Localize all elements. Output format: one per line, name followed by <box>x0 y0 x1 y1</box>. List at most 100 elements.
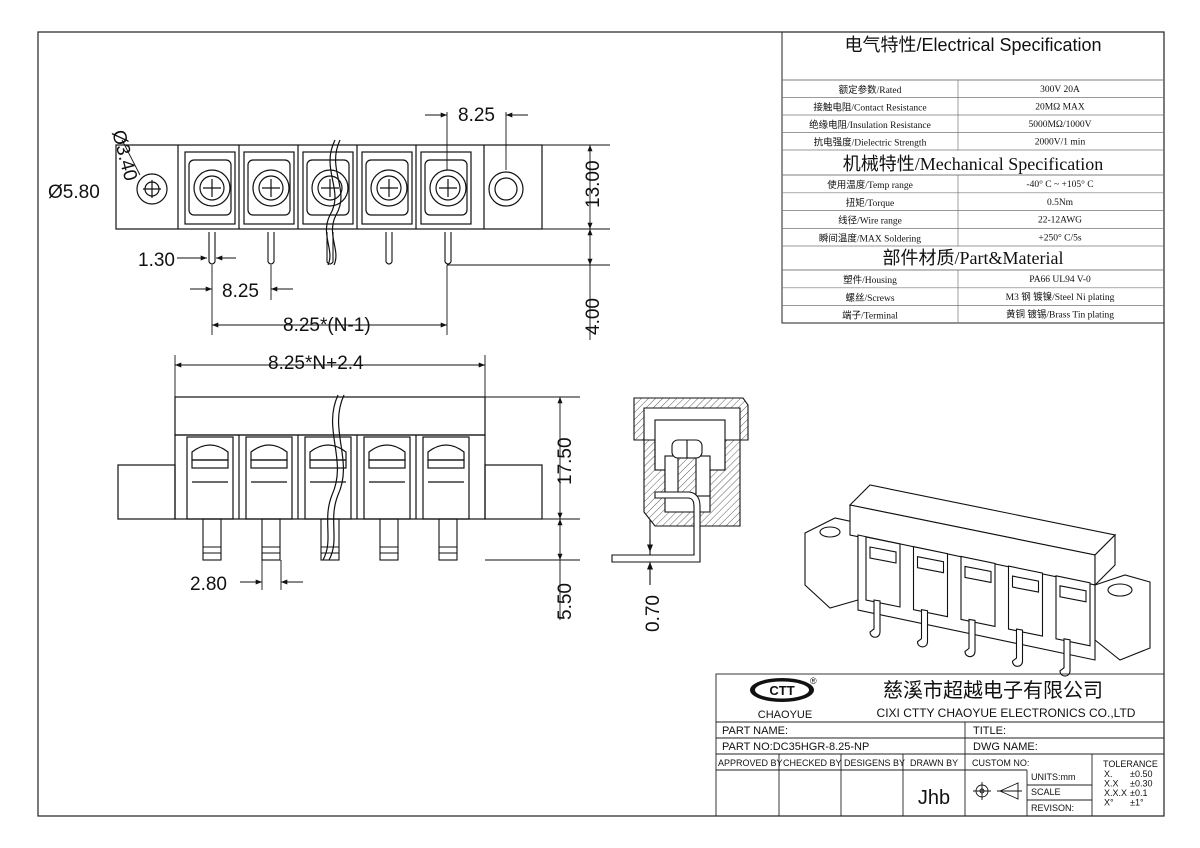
pin-len-label: 4.00 <box>583 298 604 335</box>
spec-value: 5000MΩ/1000V <box>1028 120 1091 130</box>
span-label: 8.25*(N-1) <box>283 315 371 336</box>
body-height-label: 17.50 <box>555 437 576 485</box>
thickness-label: 0.70 <box>643 595 664 632</box>
spec-value: +250° C/5s <box>1038 232 1082 243</box>
units-label: UNITS:mm <box>1031 772 1076 782</box>
spec-value: M3 钢 镀镍/Steel Ni plating <box>1006 291 1115 303</box>
tolerance-key: X.X.X <box>1104 788 1127 798</box>
pin-width-label: 2.80 <box>190 574 227 595</box>
terminal-cell <box>297 145 354 229</box>
part-name-label: PART NAME: <box>722 725 788 737</box>
logo-registered: ® <box>810 676 817 686</box>
tolerance-value: ±0.1 <box>1130 788 1147 798</box>
iso-terminal <box>960 555 996 658</box>
spec-label: 端子/Terminal <box>842 310 898 322</box>
spec-value: 黄铜 镀锡/Brass Tin plating <box>1006 309 1114 321</box>
pin <box>444 232 452 265</box>
pin <box>326 232 334 265</box>
pin <box>208 232 216 265</box>
spec-value: -40° C ~ +105° C <box>1026 179 1093 190</box>
designed-by-label: DESIGENS BY <box>844 758 905 768</box>
terminal-cell <box>415 145 472 229</box>
spec-label: 绝缘电阻/Insulation Resistance <box>809 119 931 131</box>
tolerance-value: ±0.30 <box>1130 779 1152 789</box>
spec-label: 螺丝/Screws <box>845 292 894 304</box>
tolerance-key: X.X <box>1104 779 1119 789</box>
spec-value: 20MΩ MAX <box>1035 103 1085 113</box>
title-block <box>715 673 1165 817</box>
outer-dia-label: Ø5.80 <box>48 182 100 203</box>
front-pin <box>379 518 399 561</box>
front-terminal <box>297 435 352 520</box>
scale-label: SCALE <box>1031 787 1061 797</box>
svg-text:CTT: CTT <box>769 683 794 698</box>
drawn-by-label: DRAWN BY <box>910 758 958 768</box>
mechanical-title: 机械特性/Mechanical Specification <box>843 154 1103 174</box>
front-terminal <box>415 435 470 520</box>
spec-value: 22-12AWG <box>1038 216 1082 226</box>
part-no: PART NO:DC35HGR-8.25-NP <box>722 741 869 753</box>
front-terminal <box>238 435 293 520</box>
projection-symbol-icon <box>973 782 1022 800</box>
front-view-pins <box>202 518 458 561</box>
custom-no-label: CUSTOM NO: <box>972 758 1029 768</box>
tolerance-title: TOLERANCE <box>1103 759 1158 769</box>
iso-terminal <box>865 536 901 638</box>
drawing-frame <box>37 31 1165 817</box>
spec-value: 300V 20A <box>1040 85 1080 95</box>
logo-text: CHAOYUE <box>758 709 812 721</box>
front-terminal <box>356 435 411 520</box>
front-pin <box>261 518 281 561</box>
top-view-dimensions <box>121 112 610 340</box>
front-terminal <box>186 436 234 520</box>
checked-by-label: CHECKED BY <box>783 758 842 768</box>
approved-by-label: APPROVED BY <box>718 758 783 768</box>
spec-table: 电气特性/Electrical Specification 机械特性/Mecha… <box>781 31 1165 324</box>
section-view <box>611 397 749 585</box>
spec-label: 额定参数/Rated <box>839 84 902 96</box>
height-label: 13.00 <box>583 160 604 208</box>
iso-terminal <box>1007 565 1044 667</box>
isometric-view <box>804 484 1151 677</box>
terminal-cell <box>238 145 295 229</box>
dwg-name-label: DWG NAME: <box>973 741 1038 753</box>
top-view <box>115 139 543 266</box>
iso-terminal <box>912 546 949 648</box>
tolerance-key: X. <box>1104 769 1113 779</box>
spec-label: 塑件/Housing <box>843 274 897 286</box>
top-view-pins <box>208 232 452 265</box>
company-logo: CTT ® CHAOYUE <box>750 676 817 721</box>
pin <box>267 232 275 265</box>
front-pin <box>320 518 340 561</box>
front-pin <box>202 518 222 561</box>
revision-label: REVISON: <box>1031 803 1074 813</box>
spec-label: 瞬间温度/MAX Soldering <box>819 232 921 244</box>
spec-label: 线径/Wire range <box>838 215 902 227</box>
pin-height-label: 5.50 <box>555 583 576 620</box>
front-view-dimensions <box>174 355 580 620</box>
terminal-cell <box>356 145 413 229</box>
spec-value: PA66 UL94 V-0 <box>1029 275 1091 285</box>
pitch-top-label: 8.25 <box>458 105 495 126</box>
spec-value: 0.5Nm <box>1047 198 1074 208</box>
drawn-by-value: Jhb <box>918 787 950 809</box>
spec-label: 抗电强度/Dielectric Strength <box>814 137 927 149</box>
spec-label: 扭矩/Torque <box>846 197 894 209</box>
spec-label: 使用温度/Temp range <box>827 179 913 191</box>
pin-dia-label: 1.30 <box>138 250 175 271</box>
spec-label: 接触电阻/Contact Resistance <box>813 102 926 114</box>
hole-dia-label: Ø3.40 <box>107 128 141 183</box>
front-pin <box>438 518 458 561</box>
tolerance-key: X° <box>1104 798 1114 808</box>
company-name-cn: 慈溪市超越电子有限公司 <box>883 678 1103 702</box>
iso-terminal <box>1055 575 1091 677</box>
material-title: 部件材质/Part&Material <box>883 248 1064 268</box>
spec-value: 2000V/1 min <box>1035 138 1086 148</box>
company-name-en: CIXI CTTY CHAOYUE ELECTRONICS CO.,LTD <box>877 706 1136 720</box>
pitch-label: 8.25 <box>222 281 259 302</box>
pin <box>385 232 393 265</box>
tolerance-value: ±1° <box>1130 798 1144 808</box>
total-len-label: 8.25*N+2.4 <box>268 353 364 374</box>
electrical-title: 电气特性/Electrical Specification <box>844 35 1101 55</box>
